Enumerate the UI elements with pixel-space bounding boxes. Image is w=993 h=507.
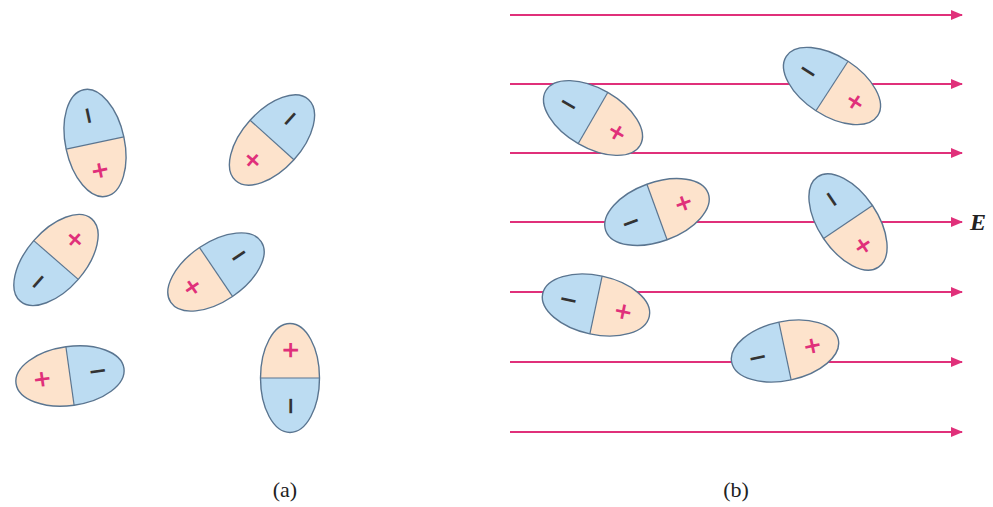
ellipse-border bbox=[596, 166, 719, 259]
dipole-outline bbox=[10, 338, 130, 415]
sign-row: −+ bbox=[259, 322, 321, 434]
dipole-outline bbox=[768, 30, 896, 143]
dipole-outline bbox=[594, 164, 720, 261]
positive-sign: + bbox=[815, 60, 896, 142]
positive-sign: + bbox=[590, 275, 658, 347]
field-symbol: E bbox=[970, 209, 986, 236]
negative-sign: − bbox=[724, 321, 792, 393]
panel-label: (b) bbox=[723, 477, 749, 503]
panel-label: (a) bbox=[273, 477, 297, 503]
ellipse-border bbox=[0, 200, 114, 321]
sign-row: −+ bbox=[594, 164, 720, 261]
ellipse-border bbox=[537, 265, 656, 345]
field-line bbox=[510, 221, 962, 223]
field-line bbox=[510, 431, 962, 433]
sign-row: −+ bbox=[211, 78, 332, 203]
negative-sign: − bbox=[259, 378, 321, 434]
positive-sign: + bbox=[646, 164, 720, 241]
positive-sign: + bbox=[822, 205, 905, 286]
sign-row: −+ bbox=[724, 309, 846, 393]
positive-sign: + bbox=[10, 345, 74, 414]
dipole-molecule: −+ bbox=[768, 30, 896, 143]
ellipse-border bbox=[261, 324, 320, 433]
positive-sign: + bbox=[65, 137, 137, 205]
divider bbox=[66, 347, 74, 405]
sign-row: −+ bbox=[152, 215, 280, 329]
negative-sign: − bbox=[594, 183, 668, 260]
dipole-molecule: −+ bbox=[535, 263, 657, 347]
sign-row: −+ bbox=[768, 30, 896, 143]
dipole-outline bbox=[152, 215, 280, 329]
divider bbox=[66, 137, 124, 149]
negative-sign: − bbox=[529, 63, 608, 145]
dipole-outline bbox=[53, 82, 137, 204]
sign-row: −+ bbox=[53, 82, 137, 204]
dipole-molecule: −+ bbox=[10, 338, 130, 415]
negative-sign: − bbox=[535, 263, 603, 335]
dipole-molecule: −+ bbox=[259, 322, 321, 434]
dipole-outline bbox=[0, 197, 116, 322]
dipole-outline bbox=[535, 263, 657, 347]
dipole-outline bbox=[724, 309, 846, 393]
negative-sign: − bbox=[53, 82, 125, 150]
positive-sign: + bbox=[779, 309, 847, 381]
dipole-molecule: −+ bbox=[211, 78, 332, 203]
sign-row: −+ bbox=[10, 338, 130, 415]
dipole-outline bbox=[259, 322, 321, 434]
ellipse-border bbox=[214, 80, 331, 200]
dipole-molecule: −+ bbox=[152, 215, 280, 329]
dipole-outline bbox=[529, 63, 657, 173]
dipole-molecule: −+ bbox=[53, 82, 137, 204]
divider bbox=[779, 322, 791, 380]
ellipse-border bbox=[793, 160, 903, 283]
positive-sign: + bbox=[259, 322, 321, 378]
divider bbox=[647, 184, 667, 239]
dipole-molecule: −+ bbox=[0, 197, 116, 322]
ellipse-border bbox=[12, 339, 128, 413]
dipole-molecule: −+ bbox=[594, 164, 720, 261]
ellipse-border bbox=[154, 217, 277, 327]
negative-sign: − bbox=[199, 215, 280, 298]
ellipse-border bbox=[55, 84, 135, 203]
positive-sign: + bbox=[578, 91, 657, 173]
positive-sign: + bbox=[152, 246, 233, 329]
negative-sign: − bbox=[791, 158, 874, 239]
ellipse-border bbox=[770, 32, 894, 141]
field-line bbox=[510, 14, 962, 16]
sign-row: −+ bbox=[529, 63, 657, 173]
dipole-molecule: −+ bbox=[724, 309, 846, 393]
negative-sign: − bbox=[768, 30, 849, 112]
field-line bbox=[510, 152, 962, 154]
ellipse-border bbox=[531, 65, 655, 171]
dipole-outline bbox=[211, 78, 332, 203]
negative-sign: − bbox=[66, 338, 130, 407]
sign-row: −+ bbox=[535, 263, 657, 347]
ellipse-border bbox=[726, 311, 845, 391]
divider bbox=[261, 377, 320, 378]
dipole-molecule: −+ bbox=[529, 63, 657, 173]
divider bbox=[590, 276, 602, 334]
sign-row: −+ bbox=[0, 197, 116, 322]
